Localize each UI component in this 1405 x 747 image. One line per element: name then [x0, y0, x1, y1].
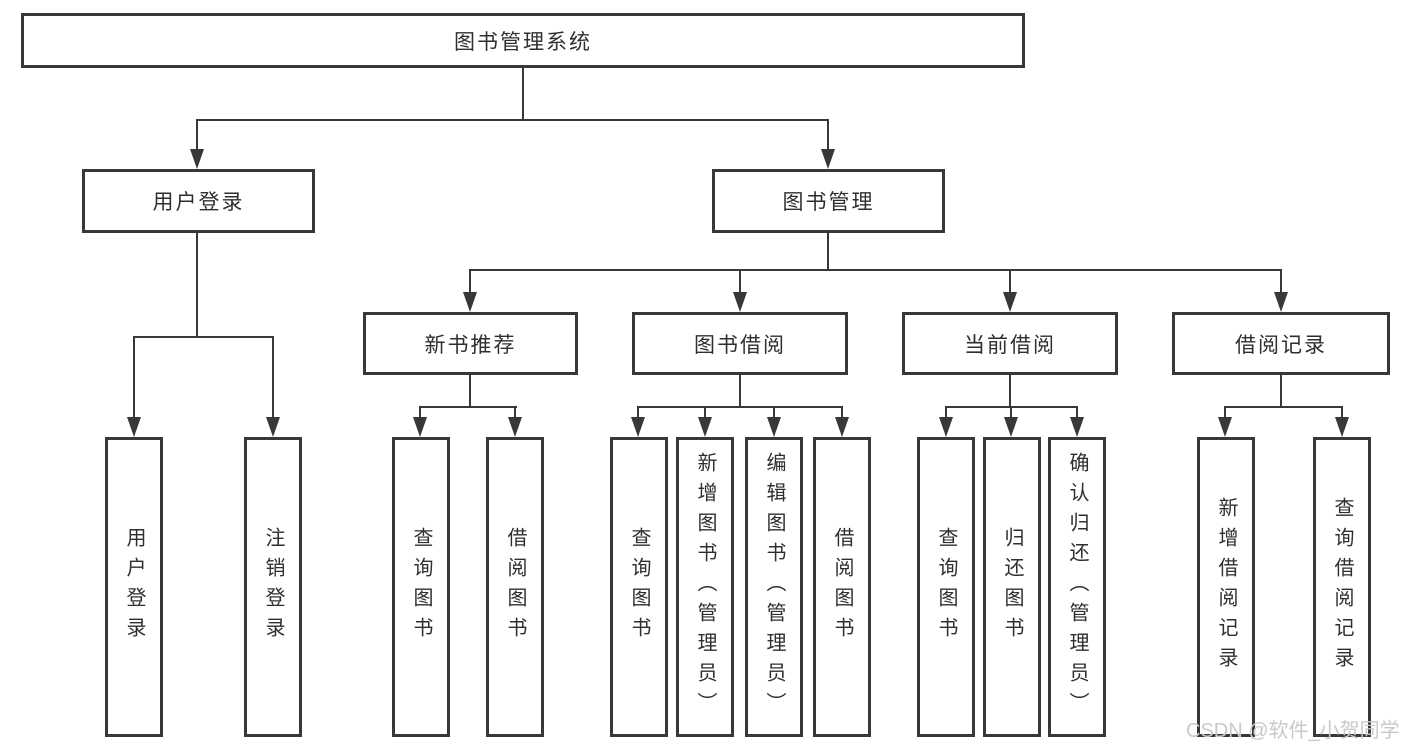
node-root: 图书管理系统: [21, 13, 1025, 68]
connector-current-borrow-drop: [945, 406, 947, 420]
leaf-user-login: 用户登录: [105, 437, 163, 737]
node-book-borrow-label: 图书借阅: [694, 333, 786, 357]
leaf-query-borrow-record: 查询借阅记录: [1313, 437, 1371, 737]
connector-book-borrow-drop: [637, 406, 639, 420]
connector-borrow-record-bar: [1224, 406, 1343, 408]
arrow-down-icon: [821, 149, 835, 169]
arrow-down-icon: [266, 417, 280, 437]
leaf-borrow-book-2-label: 借阅图书: [831, 527, 853, 647]
node-current-borrow: 当前借阅: [902, 312, 1118, 375]
leaf-query-book-3-label: 查询图书: [935, 527, 957, 647]
leaf-confirm-return-admin: 确认归还（管理员）: [1048, 437, 1106, 737]
connector-book-borrow-stem: [739, 375, 741, 408]
connector-root-stem: [522, 68, 524, 121]
arrow-down-icon: [1003, 292, 1017, 312]
leaf-logout: 注销登录: [244, 437, 302, 737]
node-user-login: 用户登录: [82, 169, 315, 233]
leaf-add-borrow-record: 新增借阅记录: [1197, 437, 1255, 737]
connector-book-mgmt-drop: [739, 269, 741, 295]
leaf-add-book-admin-label: 新增图书（管理员）: [694, 452, 716, 722]
arrow-down-icon: [835, 417, 849, 437]
connector-book-borrow-drop: [773, 406, 775, 420]
arrow-down-icon: [508, 417, 522, 437]
connector-book-mgmt-stem: [827, 233, 829, 271]
leaf-borrow-book-1: 借阅图书: [486, 437, 544, 737]
node-new-book-recommend: 新书推荐: [363, 312, 578, 375]
leaf-borrow-book-1-label: 借阅图书: [504, 527, 526, 647]
leaf-query-book-3: 查询图书: [917, 437, 975, 737]
leaf-edit-book-admin-label: 编辑图书（管理员）: [763, 452, 785, 722]
connector-borrow-record-drop: [1224, 406, 1226, 420]
node-root-label: 图书管理系统: [454, 30, 592, 54]
connector-current-borrow-stem: [1009, 375, 1011, 408]
connector-user-login-stem: [196, 233, 198, 338]
arrow-down-icon: [190, 149, 204, 169]
leaf-return-book-label: 归还图书: [1001, 527, 1023, 647]
connector-root-drop: [827, 119, 829, 152]
node-book-borrow: 图书借阅: [632, 312, 848, 375]
leaf-logout-label: 注销登录: [262, 527, 284, 647]
arrow-down-icon: [127, 417, 141, 437]
csdn-watermark: CSDN @软件_小贺同学: [1186, 720, 1400, 742]
arrow-down-icon: [1274, 292, 1288, 312]
connector-new-book-drop: [514, 406, 516, 420]
connector-root-bar: [196, 119, 829, 121]
arrow-down-icon: [631, 417, 645, 437]
leaf-query-book-2-label: 查询图书: [628, 527, 650, 647]
connector-root-drop: [196, 119, 198, 152]
node-borrow-record-label: 借阅记录: [1235, 333, 1327, 357]
arrow-down-icon: [733, 292, 747, 312]
connector-book-mgmt-bar: [469, 269, 1282, 271]
leaf-return-book: 归还图书: [983, 437, 1041, 737]
connector-book-borrow-drop: [841, 406, 843, 420]
connector-new-book-stem: [469, 375, 471, 408]
connector-book-mgmt-drop: [469, 269, 471, 295]
connector-new-book-drop: [419, 406, 421, 420]
leaf-add-borrow-record-label: 新增借阅记录: [1215, 497, 1237, 677]
connector-book-borrow-drop: [704, 406, 706, 420]
leaf-query-book-2: 查询图书: [610, 437, 668, 737]
arrow-down-icon: [1335, 417, 1349, 437]
leaf-confirm-return-admin-label: 确认归还（管理员）: [1066, 452, 1088, 722]
connector-book-borrow-bar: [637, 406, 843, 408]
node-borrow-record: 借阅记录: [1172, 312, 1390, 375]
leaf-query-book-1-label: 查询图书: [410, 527, 432, 647]
connector-user-login-bar: [133, 336, 274, 338]
connector-book-mgmt-drop: [1280, 269, 1282, 295]
connector-borrow-record-drop: [1341, 406, 1343, 420]
arrow-down-icon: [767, 417, 781, 437]
connector-new-book-bar: [419, 406, 517, 408]
leaf-borrow-book-2: 借阅图书: [813, 437, 871, 737]
node-new-book-recommend-label: 新书推荐: [424, 333, 517, 357]
connector-current-borrow-drop: [1076, 406, 1078, 420]
connector-borrow-record-stem: [1280, 375, 1282, 408]
node-user-login-label: 用户登录: [152, 191, 245, 214]
arrow-down-icon: [1070, 417, 1084, 437]
leaf-add-book-admin: 新增图书（管理员）: [676, 437, 734, 737]
connector-current-borrow-drop: [1010, 406, 1012, 420]
arrow-down-icon: [1004, 417, 1018, 437]
arrow-down-icon: [463, 292, 477, 312]
arrow-down-icon: [1218, 417, 1232, 437]
leaf-edit-book-admin: 编辑图书（管理员）: [745, 437, 803, 737]
arrow-down-icon: [413, 417, 427, 437]
arrow-down-icon: [939, 417, 953, 437]
connector-book-mgmt-drop: [1009, 269, 1011, 295]
leaf-user-login-label: 用户登录: [123, 527, 145, 647]
connector-user-login-drop: [272, 336, 274, 420]
leaf-query-borrow-record-label: 查询借阅记录: [1331, 497, 1353, 677]
leaf-query-book-1: 查询图书: [392, 437, 450, 737]
node-current-borrow-label: 当前借阅: [964, 333, 1056, 357]
node-book-management: 图书管理: [712, 169, 945, 233]
node-book-management-label: 图书管理: [782, 191, 875, 214]
connector-user-login-drop: [133, 336, 135, 420]
arrow-down-icon: [698, 417, 712, 437]
